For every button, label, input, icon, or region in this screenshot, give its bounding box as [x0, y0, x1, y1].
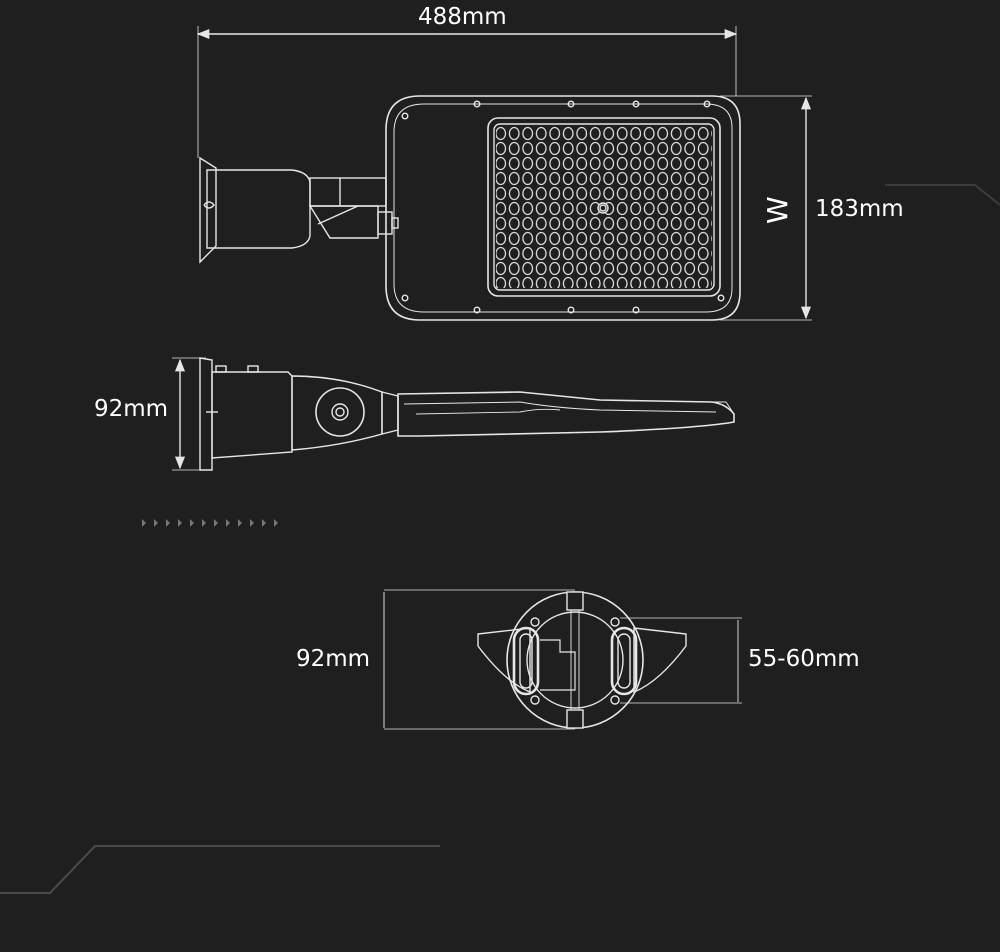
end-height-dimension-line	[383, 589, 575, 730]
background-decoration	[0, 184, 1000, 894]
height-dimension-label: 183mm	[815, 196, 904, 222]
divider-chevrons	[142, 519, 278, 527]
side-height-label: 92mm	[94, 396, 169, 422]
side-view	[172, 357, 735, 471]
pole-dimension-line	[620, 617, 742, 704]
pole-mount-side	[199, 357, 399, 471]
side-height-dimension-line	[172, 357, 206, 471]
width-dimension-line	[196, 26, 738, 158]
pole-diameter-label: 55-60mm	[748, 646, 860, 672]
lamp-housing-side	[397, 391, 735, 437]
lamp-housing-top	[385, 95, 741, 321]
width-dimension-label: 488mm	[418, 4, 507, 30]
end-view	[383, 589, 742, 730]
end-height-label: 92mm	[296, 646, 371, 672]
height-dimension-line	[720, 95, 812, 321]
end-clamp	[477, 591, 687, 729]
pole-mount-top	[199, 156, 399, 264]
w-mark-label: W	[761, 196, 794, 224]
top-view	[196, 26, 812, 321]
